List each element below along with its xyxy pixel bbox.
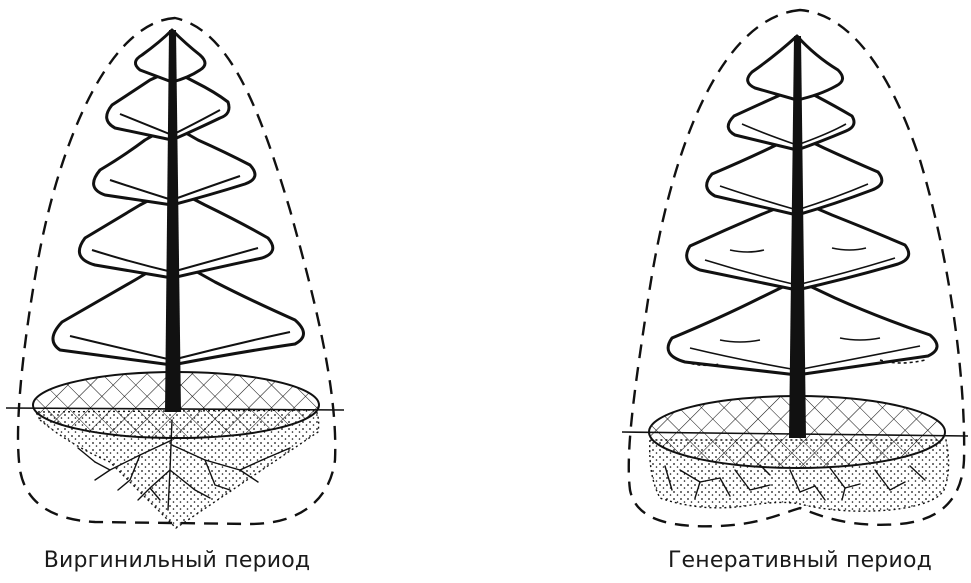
- caption-virginile: Виргинильный период: [44, 548, 311, 573]
- left-panel: [6, 18, 344, 528]
- right-panel: [622, 10, 968, 526]
- caption-generative: Генеративный период: [668, 548, 932, 573]
